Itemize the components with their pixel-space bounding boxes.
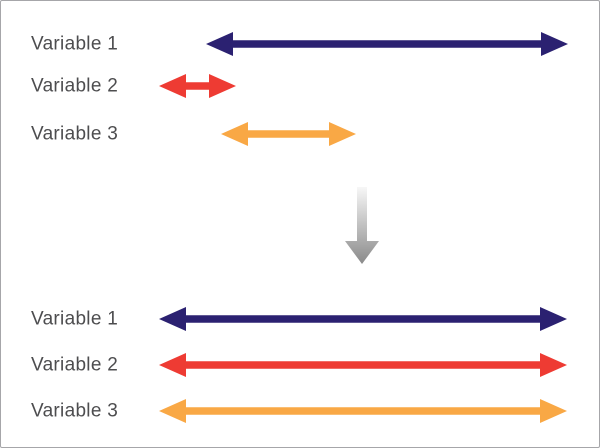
- before-variable-3-label: Variable 3: [31, 123, 119, 145]
- before-variable-2-range-arrow: [159, 74, 236, 98]
- after-variable-1-label: Variable 1: [31, 308, 119, 330]
- before-variable-1-label: Variable 1: [31, 33, 119, 55]
- before-variable-2-label: Variable 2: [31, 75, 119, 97]
- after-variable-3-range-arrow: [159, 399, 567, 423]
- after-variable-2-range-arrow: [159, 353, 567, 377]
- transform-down-arrow: [345, 187, 379, 264]
- after-variable-1-range-arrow: [159, 307, 567, 331]
- arrow-group: [159, 32, 568, 423]
- after-variable-3-label: Variable 3: [31, 400, 119, 422]
- before-variable-3-range-arrow: [221, 122, 356, 146]
- before-variable-1-range-arrow: [206, 32, 568, 56]
- after-variable-2-label: Variable 2: [31, 354, 119, 376]
